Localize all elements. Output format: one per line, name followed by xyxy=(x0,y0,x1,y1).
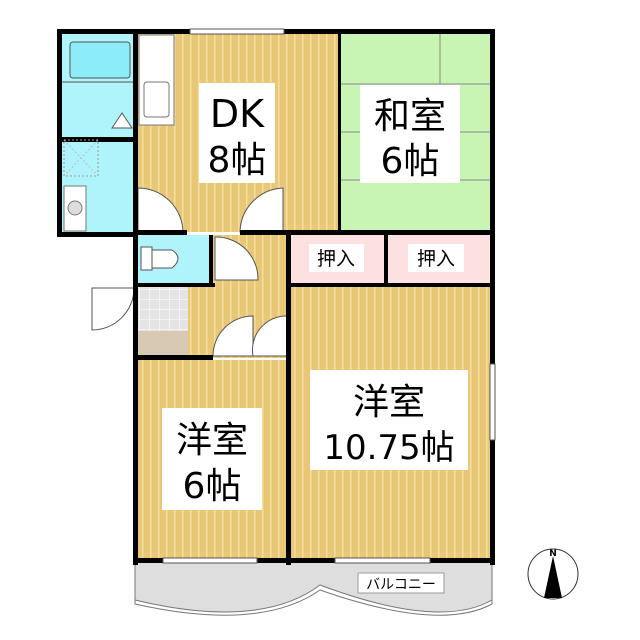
washitsu-name: 和室 xyxy=(374,96,446,137)
door xyxy=(214,236,259,281)
balcony-label: バルコニー xyxy=(366,577,436,593)
yoshitsu-large-name: 洋室 xyxy=(353,382,425,423)
windows xyxy=(162,28,496,564)
washer-space xyxy=(63,139,99,177)
toilet xyxy=(140,246,179,271)
yoshitsu-small-label-box xyxy=(162,408,262,510)
walls xyxy=(57,29,495,565)
shoe-box xyxy=(138,331,188,356)
yoshitsu-large-label-box xyxy=(310,370,468,470)
entrance xyxy=(138,285,188,331)
compass: N xyxy=(527,548,579,600)
balcony-label-box xyxy=(357,572,445,594)
yoshitsu-small-size: 6帖 xyxy=(183,466,242,507)
bathtub xyxy=(69,41,131,79)
washitsu-label-box xyxy=(360,85,460,183)
compass-north-label: N xyxy=(549,549,557,559)
dk-size: 8帖 xyxy=(208,140,267,181)
entrance-door xyxy=(91,287,135,331)
door xyxy=(212,315,254,357)
yoshitsu-small-name: 洋室 xyxy=(176,420,248,461)
closet-left-label: 押入 xyxy=(317,248,355,270)
yoshitsu-large-size: 10.75帖 xyxy=(323,428,454,468)
dk-name: DK xyxy=(210,92,265,136)
sink xyxy=(143,81,170,118)
north-arrow-icon xyxy=(544,556,562,598)
closet-right-label: 押入 xyxy=(417,248,455,270)
dk-label-box xyxy=(199,83,275,183)
washitsu-size: 6帖 xyxy=(381,141,440,182)
